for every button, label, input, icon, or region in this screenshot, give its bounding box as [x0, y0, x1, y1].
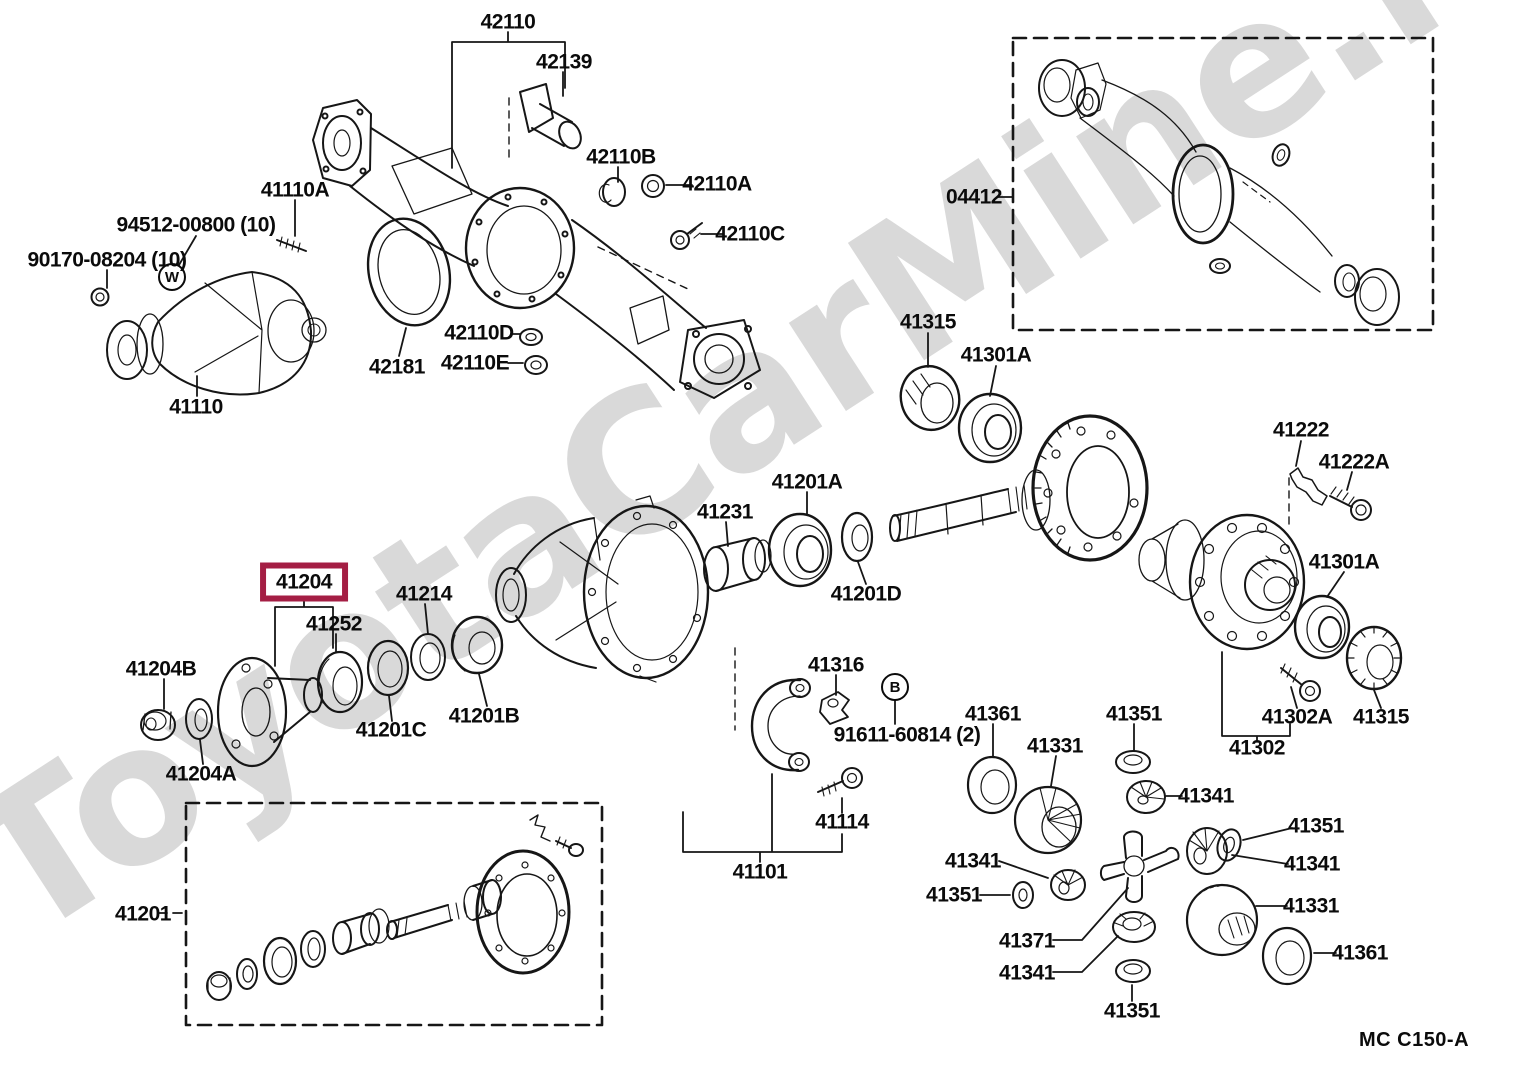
part-label-90170-08204 (10)-7[interactable]: 90170-08204 (10): [27, 248, 187, 272]
inset-box-04412: [1011, 36, 1435, 332]
part-label-42110A-3[interactable]: 42110A: [682, 172, 752, 196]
diagram-code: MC C150-A: [1358, 1029, 1470, 1051]
hub-flange-row-41204: [140, 615, 504, 768]
part-label-41201B-27[interactable]: 41201B: [448, 704, 520, 728]
part-label-41114-39[interactable]: 41114: [815, 810, 869, 834]
part-label-41201D-20[interactable]: 41201D: [830, 582, 902, 606]
part-label-41341-42[interactable]: 41341: [1284, 852, 1340, 876]
part-label-41331-45[interactable]: 41331: [1283, 894, 1339, 918]
part-label-41204A-28[interactable]: 41204A: [165, 762, 237, 786]
part-label-41351-41[interactable]: 41351: [1288, 814, 1344, 838]
circled-symbol-B: B: [881, 673, 909, 701]
part-label-41201A-18[interactable]: 41201A: [771, 470, 843, 494]
part-label-42110B-2[interactable]: 42110B: [586, 145, 656, 169]
part-label-41351-44[interactable]: 41351: [926, 883, 982, 907]
part-label-41361-46[interactable]: 41361: [1332, 941, 1388, 965]
part-label-42110E-10[interactable]: 42110E: [440, 351, 510, 375]
diff-carrier-assy-41110: [106, 271, 327, 396]
small-fasteners-top: [90, 174, 703, 375]
part-label-41302-38[interactable]: 41302: [1229, 736, 1285, 760]
part-label-41301A-24[interactable]: 41301A: [1308, 550, 1380, 574]
drive-pinion-assembly: [889, 364, 1149, 562]
part-label-42139-1[interactable]: 42139: [536, 50, 592, 74]
circled-symbol-W: W: [158, 263, 186, 291]
part-label-94512-00800 (10)-6[interactable]: 94512-00800 (10): [116, 213, 276, 237]
pinion-spacer-bearing-row: [703, 511, 874, 592]
part-label-42110D-9[interactable]: 42110D: [444, 321, 514, 345]
part-label-41204-selected-21[interactable]: 41204: [260, 562, 348, 602]
part-label-41315-37[interactable]: 41315: [1353, 705, 1409, 729]
part-label-41316-29[interactable]: 41316: [808, 653, 864, 677]
part-label-41351-33[interactable]: 41351: [1106, 702, 1162, 726]
part-label-41231-19[interactable]: 41231: [697, 500, 753, 524]
leader-lines: [106, 31, 1382, 1002]
part-label-41341-43[interactable]: 41341: [945, 849, 1001, 873]
part-label-41252-22[interactable]: 41252: [306, 612, 362, 636]
part-label-41214-23[interactable]: 41214: [396, 582, 452, 606]
diff-case-41302: [1138, 467, 1403, 702]
part-label-41301A-15[interactable]: 41301A: [960, 343, 1032, 367]
axle-housing-42110: [312, 99, 761, 399]
part-label-41331-34[interactable]: 41331: [1027, 734, 1083, 758]
part-label-41351-50[interactable]: 41351: [1104, 999, 1160, 1023]
part-label-42110C-4[interactable]: 42110C: [715, 222, 785, 246]
part-label-04412-13[interactable]: 04412: [946, 185, 1002, 209]
part-label-42110-0[interactable]: 42110: [480, 10, 536, 34]
part-label-41341-49[interactable]: 41341: [999, 961, 1055, 985]
part-label-41201-47[interactable]: 41201: [115, 902, 171, 926]
part-label-41110-12[interactable]: 41110: [169, 395, 223, 419]
oil-deflector-and-bolt: [750, 678, 863, 797]
part-label-41222A-17[interactable]: 41222A: [1318, 450, 1390, 474]
part-label-41101-40[interactable]: 41101: [732, 860, 788, 884]
part-label-41201C-26[interactable]: 41201C: [355, 718, 427, 742]
part-label-41371-48[interactable]: 41371: [999, 929, 1055, 953]
part-label-41110A-5[interactable]: 41110A: [260, 178, 330, 202]
carrier-41101: [495, 495, 710, 683]
part-label-41302A-36[interactable]: 41302A: [1261, 705, 1333, 729]
part-label-91611-60814 (2)-31[interactable]: 91611-60814 (2): [833, 723, 981, 747]
part-label-41222-16[interactable]: 41222: [1273, 418, 1329, 442]
part-label-41315-14[interactable]: 41315: [900, 310, 956, 334]
gasket-42181: [366, 217, 452, 327]
spider-gear-cluster: [966, 750, 1313, 986]
breather-42139: [519, 83, 582, 150]
part-label-42181-11[interactable]: 42181: [369, 355, 425, 379]
part-label-41361-32[interactable]: 41361: [965, 702, 1021, 726]
part-label-41341-35[interactable]: 41341: [1178, 784, 1234, 808]
inset-box-41201: [184, 801, 604, 1027]
part-label-41204B-25[interactable]: 41204B: [125, 657, 197, 681]
